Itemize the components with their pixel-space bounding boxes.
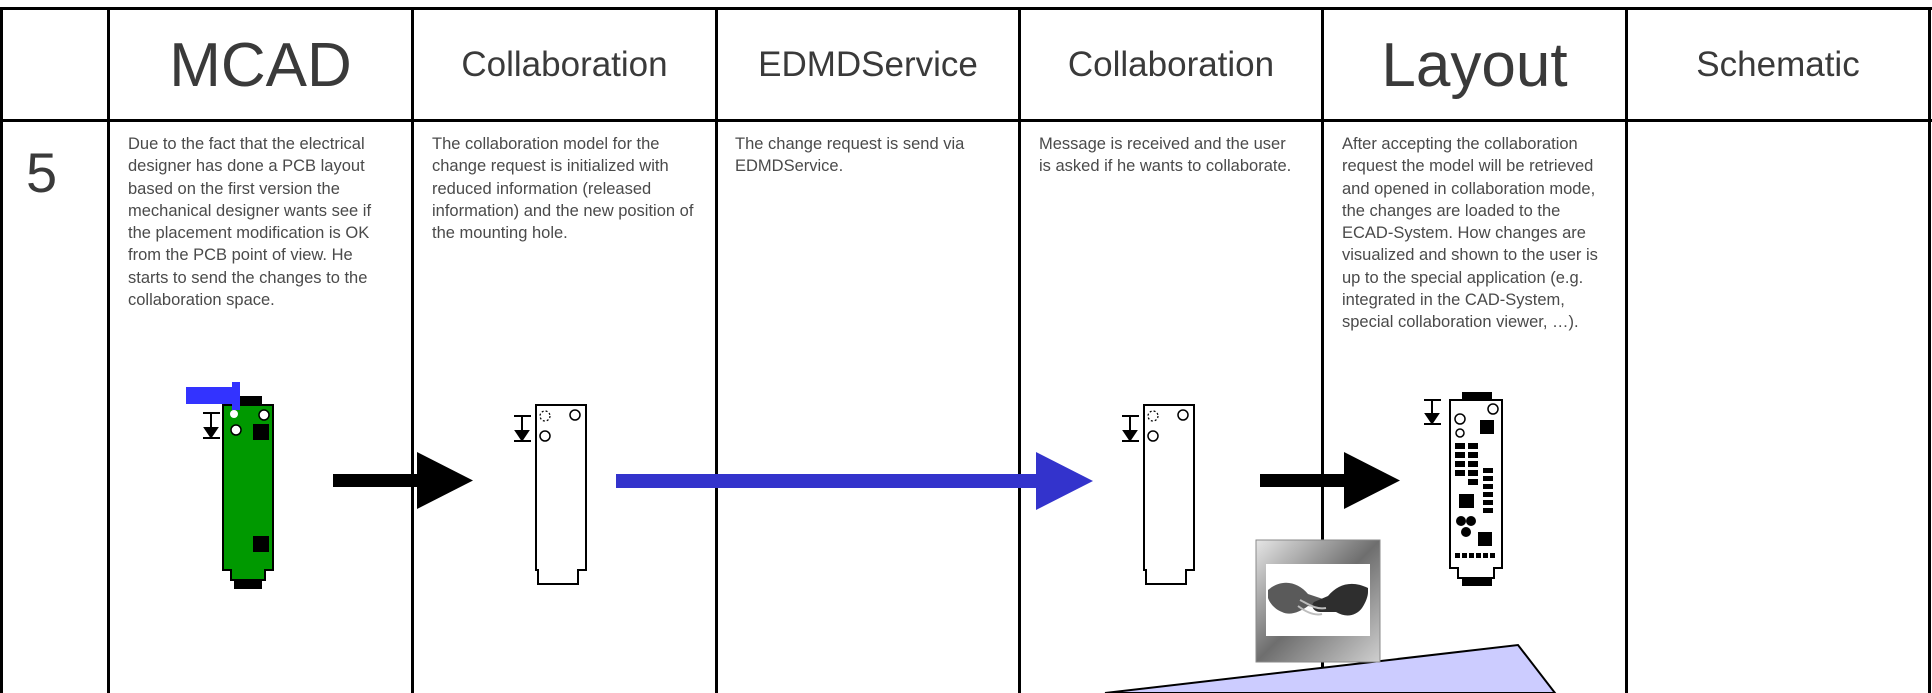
pcb-board-layout: [1449, 392, 1503, 586]
ground-symbol-icon: [1424, 399, 1441, 425]
header-divider: [0, 119, 1932, 122]
column-divider: [1321, 8, 1324, 693]
description-edmdservice: The change request is send via EDMDServi…: [735, 135, 965, 176]
description-collaboration-sender: The collaboration model for the change r…: [432, 135, 694, 243]
column-divider: [1625, 8, 1628, 693]
pcb-board-mcad: [186, 382, 274, 589]
ground-symbol-icon: [1122, 415, 1139, 442]
flow-arrow-mcad-to-collaboration: [333, 452, 473, 509]
table-top-border: [0, 7, 1932, 10]
ground-symbol-icon: [514, 415, 531, 442]
description-layout: After accepting the collaboration reques…: [1342, 135, 1598, 332]
collaboration-callout: [1104, 643, 1557, 693]
pcb-outline-collaboration-sender: [535, 404, 587, 585]
table-left-border: [0, 8, 3, 693]
column-divider: [715, 8, 718, 693]
ground-symbol-icon: [203, 412, 220, 439]
header-collaboration-sender: Collaboration: [461, 45, 668, 84]
column-divider: [1018, 8, 1021, 693]
step-number: 5: [26, 141, 58, 204]
table-right-border: [1928, 8, 1931, 693]
flow-arrow-edmdservice: [616, 452, 1093, 510]
header-layout: Layout: [1381, 30, 1568, 100]
handshake-icon: [1255, 539, 1381, 663]
description-collaboration-receiver: Message is received and the user is aske…: [1039, 135, 1292, 176]
header-edmdservice: EDMDService: [758, 45, 978, 84]
header-schematic: Schematic: [1696, 45, 1860, 84]
moved-mounting-hole-marker: [186, 382, 240, 410]
header-mcad: MCAD: [169, 30, 352, 100]
pcb-outline-collaboration-receiver: [1143, 404, 1195, 585]
header-collaboration-receiver: Collaboration: [1067, 45, 1275, 84]
column-divider: [107, 8, 110, 693]
description-mcad: Due to the fact that the electrical desi…: [128, 135, 372, 310]
flow-arrow-collaboration-to-layout: [1260, 452, 1400, 509]
column-divider: [411, 8, 414, 693]
